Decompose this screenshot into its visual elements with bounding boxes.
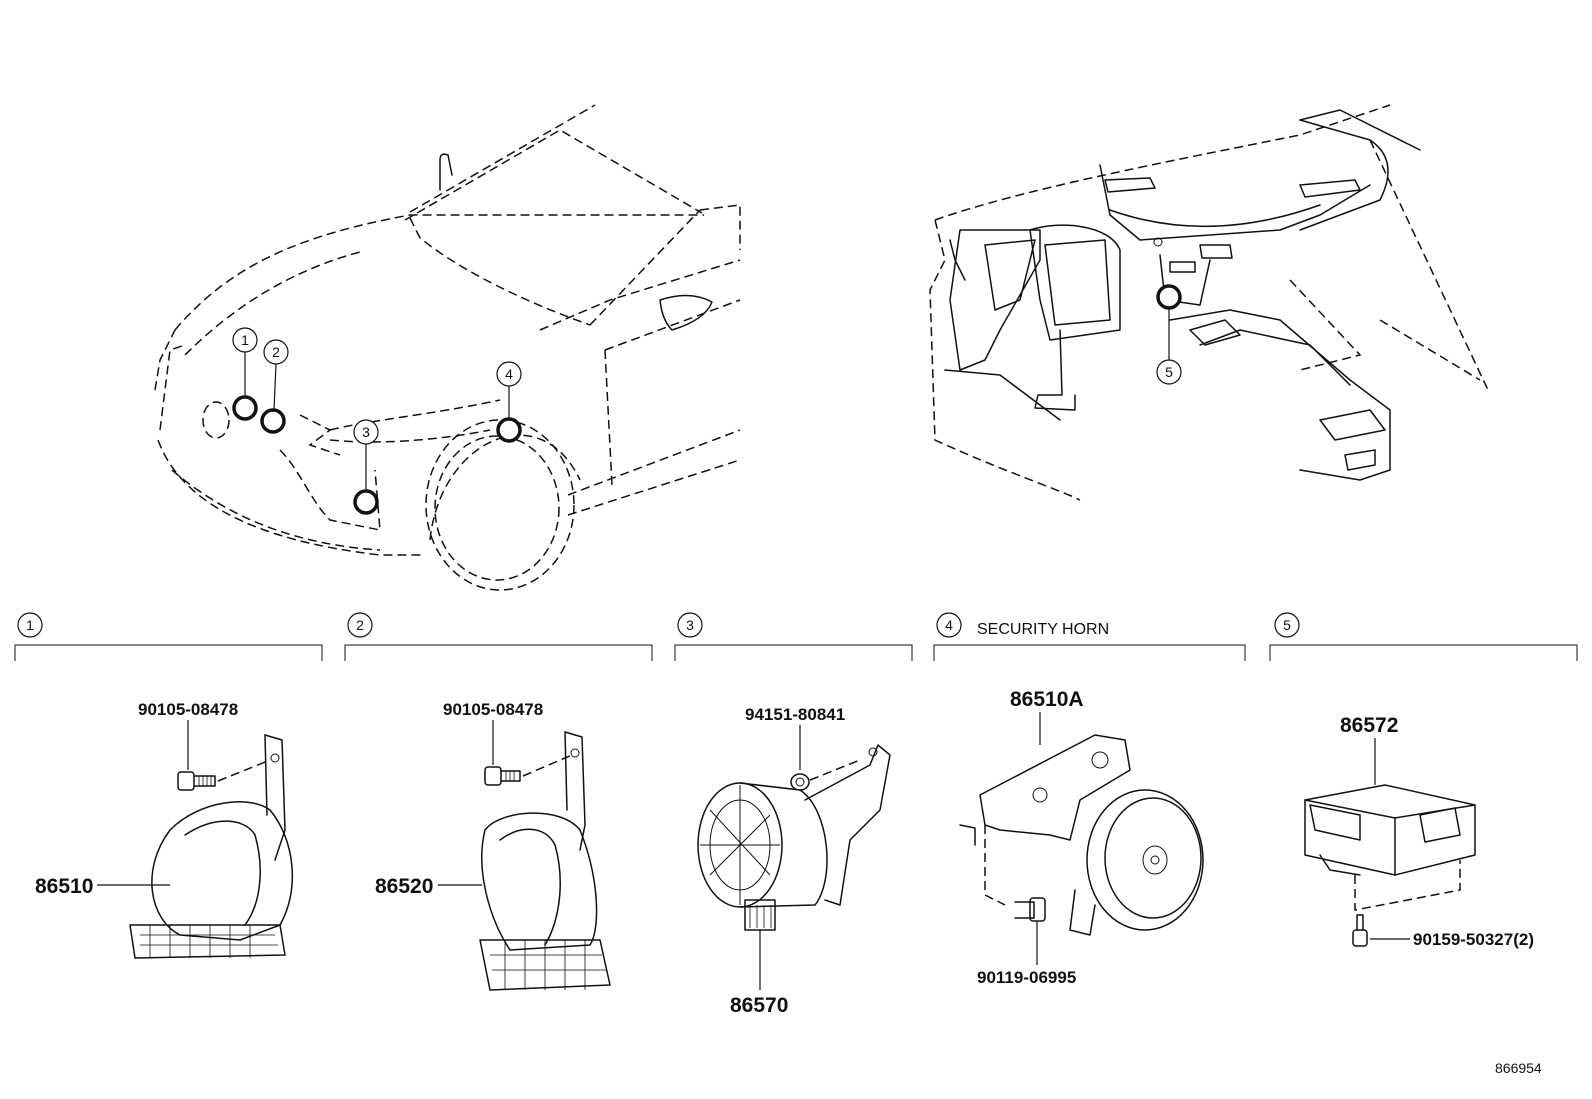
ecu-86572: [1304, 784, 1476, 876]
section-3-number: 3: [686, 617, 694, 633]
bolt-4: [1014, 897, 1046, 922]
section-1-number: 1: [26, 617, 34, 633]
locator-label-1: [232, 327, 258, 353]
section-2-parts: 90105-08478 86520: [375, 700, 611, 991]
car-locators: 1 2 3 4: [232, 327, 522, 515]
part-86510A: 86510A: [1010, 688, 1084, 711]
interior-locators: 5: [1156, 284, 1182, 385]
section-4-parts: 86510A 90119-06995: [959, 688, 1204, 987]
locator-num-3: 3: [362, 424, 370, 440]
locator-label-3: [353, 419, 379, 445]
section-headers: 1 2 3 4 SECURITY HORN 5: [14, 612, 1578, 661]
locator-num-4: 4: [505, 366, 513, 382]
section-5-number: 5: [1283, 617, 1291, 633]
locator-label-4: [496, 361, 522, 387]
fastener-90105-08478-b: 90105-08478: [443, 700, 543, 719]
locator-num-1: 1: [241, 332, 249, 348]
section-1-parts: 90105-08478 86510: [35, 700, 294, 959]
diagram-id: 866954: [1495, 1060, 1542, 1076]
locator-marker-1: [232, 395, 258, 421]
locator-num-5: 5: [1165, 364, 1173, 380]
fastener-94151-80841: 94151-80841: [745, 705, 845, 724]
part-86570: 86570: [730, 994, 788, 1017]
section-2-number: 2: [356, 617, 364, 633]
locator-label-2: [263, 339, 289, 365]
horn-86510: [129, 801, 294, 959]
part-86520: 86520: [375, 875, 433, 898]
fastener-90159-50327: 90159-50327(2): [1413, 930, 1534, 949]
locator-marker-3: [353, 489, 379, 515]
nut-3: [790, 773, 810, 791]
security-horn-disc: [1069, 789, 1204, 936]
section-5-parts: 86572 90159-50327(2): [1304, 714, 1534, 949]
locator-marker-2: [260, 408, 286, 434]
section-4-number: 4: [945, 617, 953, 633]
horn-86520: [479, 812, 611, 991]
locator-label-5: [1156, 359, 1182, 385]
locator-num-2: 2: [272, 344, 280, 360]
part-86572: 86572: [1340, 714, 1398, 737]
section-4-title: SECURITY HORN: [977, 621, 1109, 638]
section-3-parts: 94151-80841 86570: [697, 705, 891, 1017]
bolt-1: [177, 771, 216, 791]
bolt-5: [1352, 914, 1368, 947]
part-86510: 86510: [35, 875, 93, 898]
locator-marker-4: [496, 417, 522, 443]
fastener-90119-06995: 90119-06995: [977, 968, 1076, 987]
car-front-illustration: [154, 104, 741, 591]
siren-86570: [697, 782, 828, 931]
locator-marker-5: [1156, 284, 1182, 310]
fastener-90105-08478-a: 90105-08478: [138, 700, 238, 719]
bolt-2: [484, 766, 521, 786]
interior-illustration: [929, 104, 1489, 501]
